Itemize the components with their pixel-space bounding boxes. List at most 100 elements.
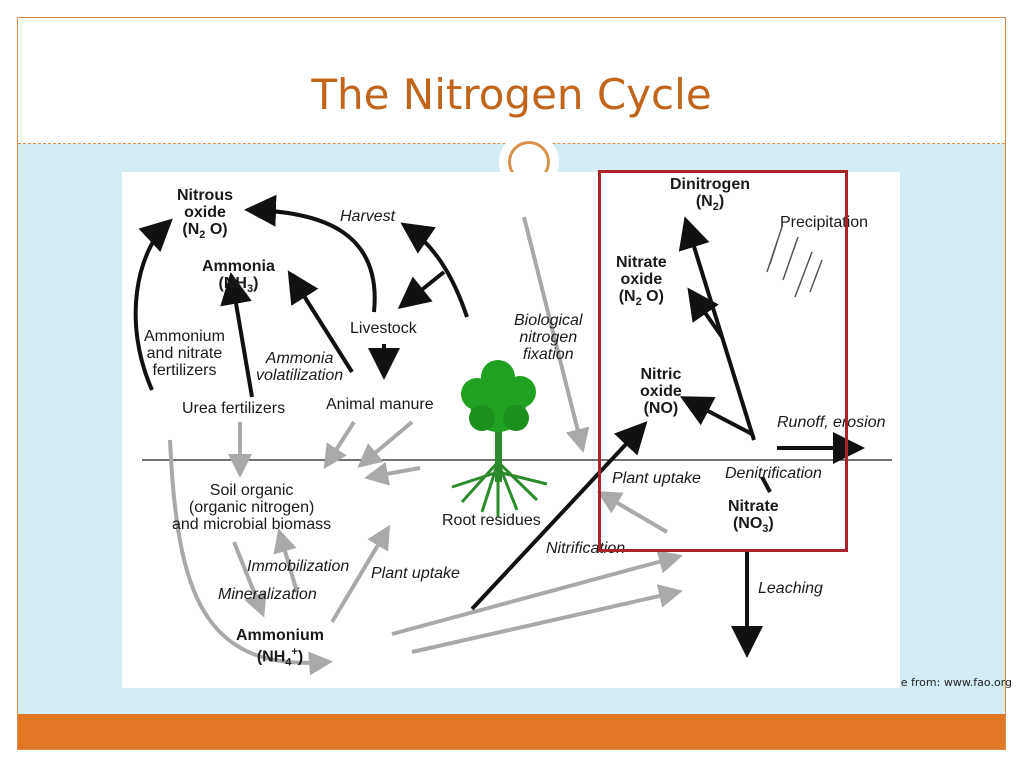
ammonium-tail: ) [297, 648, 304, 666]
arrow-urea-to-ammonia [220, 272, 254, 398]
nitric-oxide-line2: oxide [640, 383, 682, 400]
label-denitrification: Denitrification [725, 465, 822, 482]
ammonia-sub: 3 [246, 283, 254, 296]
label-dinitrogen: Dinitrogen (N2) [670, 176, 750, 216]
diagram-arrows [133, 194, 892, 676]
nitrate-oxide-formula-main: (N [618, 288, 636, 305]
label-nitrate-oxide: Nitrate oxide (N2 O) [616, 254, 667, 311]
rain-icon [766, 226, 823, 298]
arrow-livestock-to-nitrous-oxide [244, 194, 377, 313]
nitrous-oxide-formula-main: (N [182, 221, 200, 238]
arrow-soil-to-ammonium [232, 541, 267, 618]
ammonia-tail: ) [253, 275, 259, 292]
fertilizers-line3: fertilizers [152, 362, 217, 379]
ammonium-line1: Ammonium [236, 627, 324, 644]
tree-icon [451, 360, 548, 517]
arrow-nitrate-plant-uptake [596, 490, 669, 534]
label-soil-organic: Soil organic (organic nitrogen) and micr… [172, 482, 331, 533]
arrow-manure-to-soil-2 [357, 420, 414, 468]
nitrate-line1: Nitrate [728, 498, 779, 515]
label-runoff-erosion: Runoff, erosion [777, 414, 886, 431]
arrow-ammonium-plant-uptake [330, 524, 391, 624]
bottom-accent-bar [18, 714, 1005, 749]
label-livestock: Livestock [350, 320, 417, 337]
label-nitric-oxide: Nitric oxide (NO) [640, 366, 682, 417]
label-harvest: Harvest [340, 208, 396, 225]
soil-organic-line2: (organic nitrogen) [188, 499, 315, 516]
arrow-ammonium-to-nitrate [411, 584, 683, 654]
arrow-ammonium-to-soil [273, 528, 299, 593]
ammonia-line1: Ammonia [202, 258, 275, 275]
ammonia-formula: (NH3) [202, 275, 275, 298]
label-plant-uptake-lower: Plant uptake [371, 565, 460, 582]
label-plant-uptake-upper: Plant uptake [612, 470, 701, 487]
label-immobilization: Immobilization [247, 558, 350, 575]
nitrate-oxide-line1: Nitrate [616, 254, 667, 271]
label-nitrification: Nitrification [546, 540, 626, 557]
nitric-oxide-line1: Nitric [640, 366, 682, 383]
dinitrogen-sub: 2 [712, 201, 719, 214]
nitrous-oxide-sub: 2 [199, 229, 206, 242]
dinitrogen-formula: (N2) [670, 193, 750, 216]
fixation-line3: fixation [522, 346, 574, 363]
arrow-manure-to-soil-3 [364, 462, 421, 486]
arrow-harvest [400, 222, 469, 318]
label-root-residues: Root residues [442, 512, 541, 529]
nitrous-oxide-line2: oxide [184, 204, 226, 221]
arrow-nitrate-to-denitrification [760, 476, 772, 493]
label-fertilizers: Ammonium and nitrate fertilizers [144, 328, 225, 379]
ammonium-formula: (NH4+) [236, 644, 324, 672]
title-band: The Nitrogen Cycle [18, 18, 1005, 144]
nitrous-oxide-line1: Nitrous [177, 187, 233, 204]
arrow-fixation-down [522, 216, 590, 453]
label-animal-manure: Animal manure [326, 396, 434, 413]
arrow-loop-to-ammonium [168, 439, 333, 676]
label-biological-fixation: Biological nitrogen fixation [514, 312, 582, 363]
arrow-branch-to-nitric-oxide [679, 396, 753, 436]
soil-organic-line3: and microbial biomass [172, 516, 332, 533]
nitrate-oxide-formula: (N2 O) [616, 288, 667, 311]
soil-organic-line1: Soil organic [209, 482, 294, 499]
fixation-line1: Biological [514, 312, 583, 329]
nitrate-formula: (NO3) [728, 515, 779, 538]
ammonium-sup: + [291, 646, 298, 658]
dinitrogen-formula-main: (N [695, 193, 713, 210]
nitrate-oxide-sub: 2 [635, 296, 642, 309]
label-ammonia-volatilization: Ammonia volatilization [256, 350, 343, 384]
dinitrogen-tail: ) [718, 193, 725, 210]
nitric-oxide-line3: (NO) [643, 400, 679, 417]
nitrate-oxide-line2: oxide [620, 271, 663, 288]
arrow-ammonium-to-nitric-oxide [470, 421, 648, 611]
nitrate-sub: 3 [762, 523, 769, 536]
label-nitrate: Nitrate (NO3) [728, 498, 779, 538]
arrow-branch-to-nitrate-oxide [687, 287, 724, 339]
nitrate-oxide-tail: O) [641, 288, 664, 305]
arrow-fertilizer-to-nitrous-oxide [133, 218, 173, 391]
ammonia-formula-main: (NH [218, 275, 247, 292]
nitrate-formula-main: (NO [732, 515, 763, 532]
label-ammonium: Ammonium (NH4+) [236, 627, 324, 672]
arrow-harvest-to-livestock [397, 270, 446, 309]
label-leaching: Leaching [758, 580, 823, 597]
image-credit: Image from: www.fao.org [873, 676, 1012, 689]
fertilizers-line1: Ammonium [144, 328, 225, 345]
nitrous-oxide-formula: (N2 O) [177, 221, 233, 244]
arrow-nitrification [391, 550, 683, 636]
label-ammonia: Ammonia (NH3) [202, 258, 275, 298]
nitrate-tail: ) [768, 515, 774, 532]
nitrogen-cycle-diagram: Nitrous oxide (N2 O) Ammonia (NH3) Harve… [122, 170, 900, 688]
arrow-manure-to-ammonia [287, 270, 354, 374]
fertilizers-line2: and nitrate [146, 345, 223, 362]
slide-title: The Nitrogen Cycle [311, 70, 712, 119]
ammonium-sub: 4 [285, 656, 292, 669]
volatilization-line1: Ammonia [265, 350, 334, 367]
label-urea-fertilizers: Urea fertilizers [182, 400, 286, 417]
fixation-line2: nitrogen [519, 329, 578, 346]
label-mineralization: Mineralization [218, 586, 317, 603]
dinitrogen-line1: Dinitrogen [670, 176, 750, 193]
volatilization-line2: volatilization [256, 367, 344, 384]
ammonium-formula-main: (NH [256, 648, 286, 666]
arrow-manure-to-soil-1 [323, 420, 356, 470]
label-nitrous-oxide: Nitrous oxide (N2 O) [177, 187, 233, 244]
nitrous-oxide-tail: O) [205, 221, 228, 238]
